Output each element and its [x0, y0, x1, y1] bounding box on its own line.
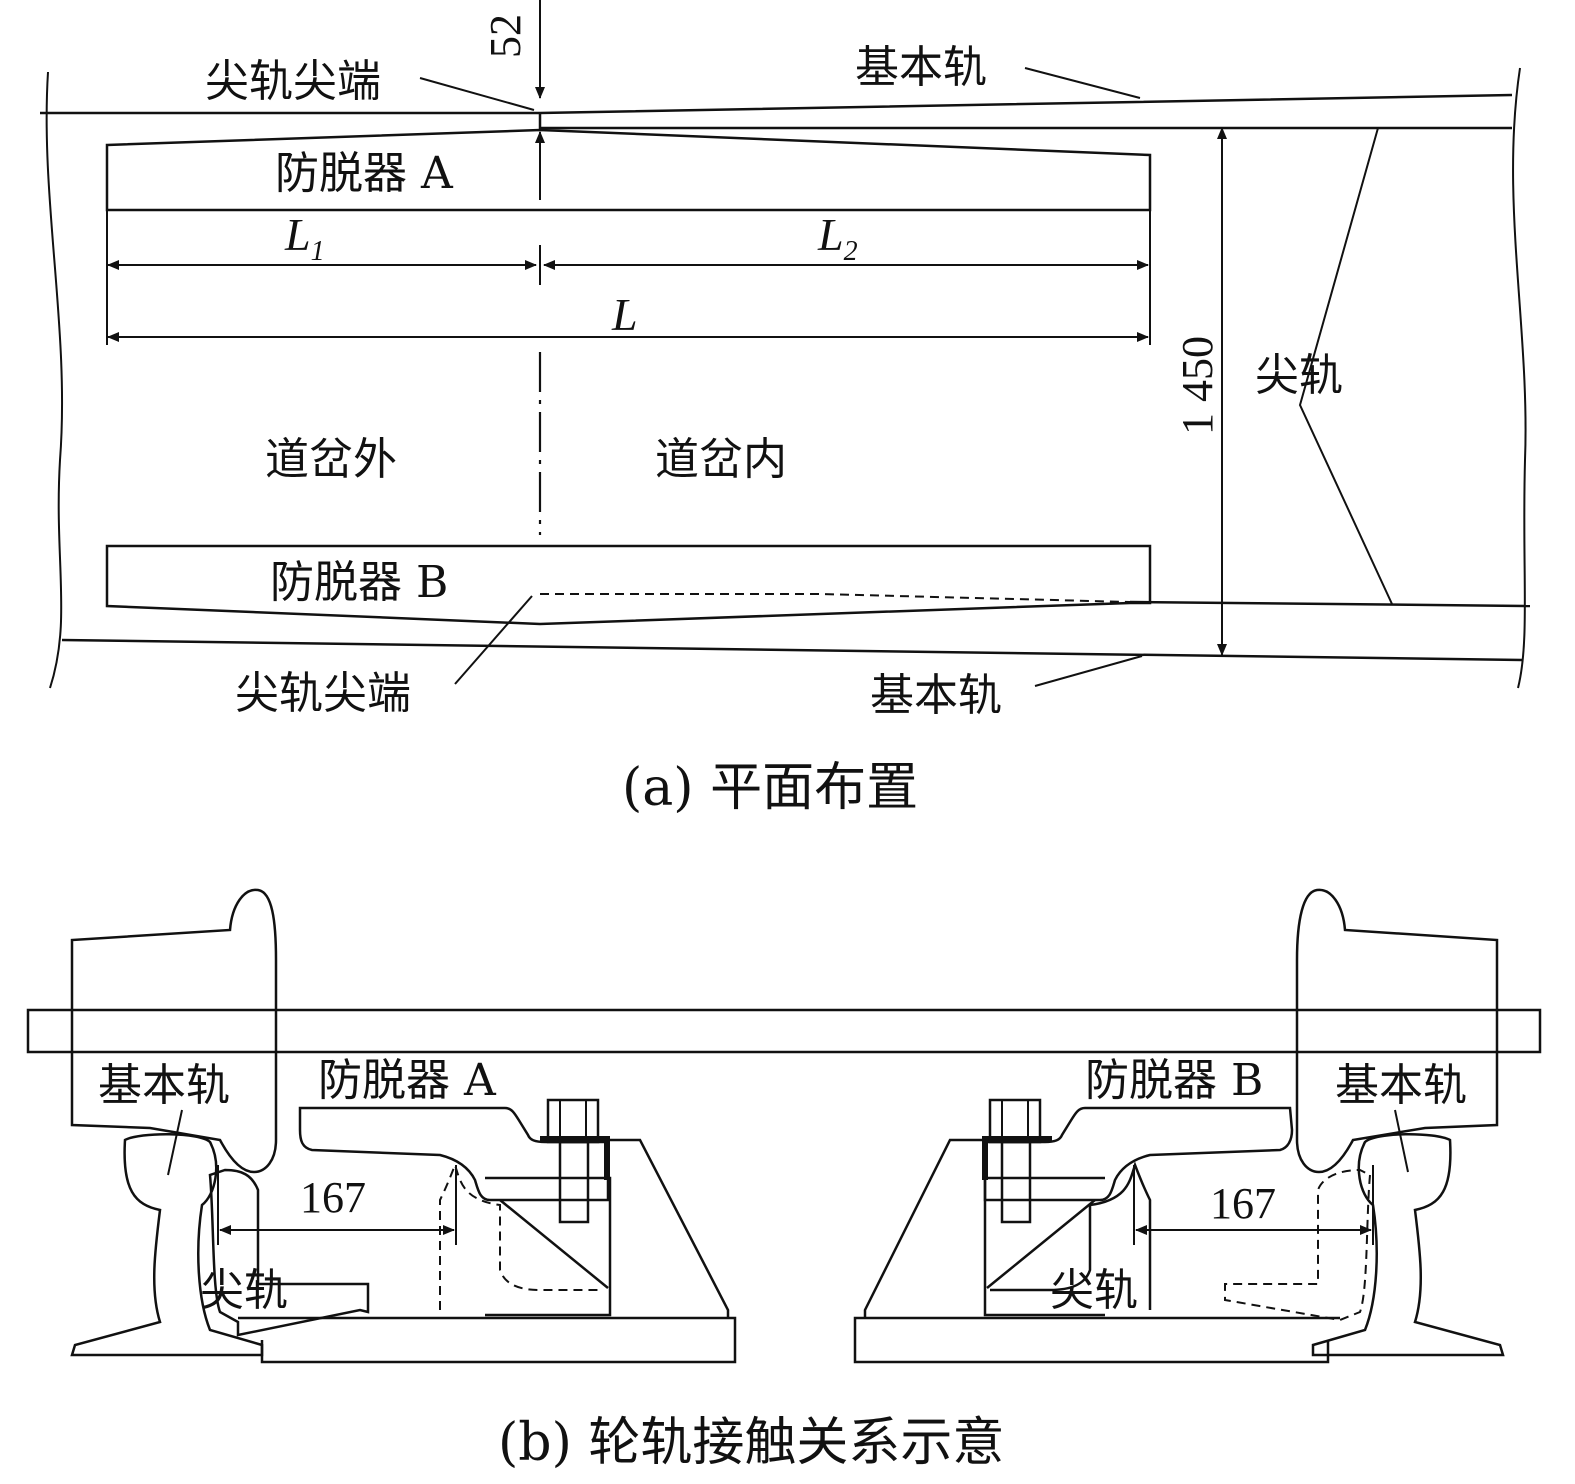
switch-tip-top-label: 尖轨尖端 — [205, 56, 381, 107]
guard-b-body — [983, 1106, 1294, 1202]
stock-rail-left-label: 基本轨 — [98, 1060, 230, 1111]
leader-switch-tip-bottom — [454, 595, 533, 685]
l2-label: L2 — [817, 209, 858, 267]
bolt-b-plate — [982, 1140, 988, 1180]
leader-stock-rail-bottom — [1034, 655, 1143, 687]
dim-left-label: 167 — [300, 1173, 366, 1222]
guard-b-label: 防脱器 B — [270, 557, 448, 608]
bolt-a-head — [546, 1098, 600, 1144]
bolt-b-shank — [1000, 1140, 1032, 1224]
bolt-b-washer — [982, 1136, 1052, 1142]
guard-a-brace — [499, 1199, 609, 1289]
dim-right-label: 167 — [1210, 1179, 1276, 1228]
leader-switch-tip-top — [419, 77, 535, 111]
stock-rail-bottom — [61, 638, 1523, 662]
bolt-a-plate — [604, 1140, 610, 1180]
base-plate-right — [853, 1316, 1340, 1364]
outside-turnout-label: 道岔外 — [265, 434, 397, 485]
switch-rail-bottom-hidden — [540, 593, 1131, 603]
dim-52-label: 52 — [481, 14, 530, 58]
guard-b-bracket — [863, 1138, 995, 1318]
caption-b: (b) 轮轨接触关系示意 — [498, 1413, 1004, 1473]
stock-rail-left-profile — [70, 1133, 264, 1357]
wheel-rail-section: 基本轨 防脱器 A 167 尖轨 防脱器 B 基本轨 167 尖轨 (b) 轮轨… — [26, 888, 1542, 1473]
guard-a-plan — [105, 128, 1152, 212]
bolt-b-head — [988, 1098, 1042, 1144]
bolt-a-shank — [558, 1140, 590, 1224]
plan-layout: 52 尖轨尖端 基本轨 防脱器 A L1 L2 L 1 450 尖轨 道岔外 道… — [40, 0, 1531, 818]
guard-a-label: 防脱器 A — [275, 148, 454, 199]
stock-rail-right-profile — [1311, 1133, 1505, 1357]
axle — [26, 1008, 1542, 1054]
stock-rail-bottom-label: 基本轨 — [870, 670, 1002, 721]
switch-rail-right-label: 尖轨 — [1050, 1265, 1138, 1316]
switch-rail-label: 尖轨 — [1255, 350, 1343, 401]
guard-a-section-label: 防脱器 A — [318, 1055, 497, 1106]
switch-rail-left-dashed — [439, 1162, 600, 1310]
l1-label: L1 — [284, 209, 325, 267]
stock-rail-top-label: 基本轨 — [855, 42, 987, 93]
l-total-label: L — [611, 289, 638, 340]
guard-a-bracket — [595, 1138, 730, 1318]
inside-turnout-label: 道岔内 — [655, 434, 787, 485]
switch-rail-top — [538, 112, 1512, 130]
guard-a-body — [298, 1106, 610, 1202]
stock-rail-right-label: 基本轨 — [1335, 1060, 1467, 1111]
bolt-a-washer — [540, 1136, 610, 1142]
leader-stock-left — [167, 1109, 183, 1176]
guard-a-support — [485, 1176, 612, 1317]
right-break-line — [1512, 67, 1527, 689]
switch-rail-right-profile — [990, 1161, 1152, 1310]
guard-b-brace — [986, 1199, 1096, 1289]
left-break-line — [45, 71, 64, 689]
switch-rail-left-profile — [208, 1168, 370, 1337]
leader-stock-rail-top — [1024, 67, 1141, 99]
guard-b-section-label: 防脱器 B — [1085, 1055, 1263, 1106]
switch-tip-bottom-label: 尖轨尖端 — [235, 668, 411, 719]
leader-stock-right — [1394, 1109, 1409, 1173]
guard-b-plan — [105, 544, 1152, 626]
dim-1450-label: 1 450 — [1173, 336, 1222, 435]
guard-b-support — [983, 1176, 1105, 1317]
caption-a: (a) 平面布置 — [622, 758, 918, 818]
wheel-right — [1295, 888, 1499, 1174]
wheel-left — [70, 888, 278, 1174]
switch-rail-bottom — [1129, 600, 1531, 608]
leader-switch-rail — [1298, 127, 1393, 605]
switch-rail-left-label: 尖轨 — [200, 1265, 288, 1316]
base-plate-left — [238, 1316, 737, 1364]
